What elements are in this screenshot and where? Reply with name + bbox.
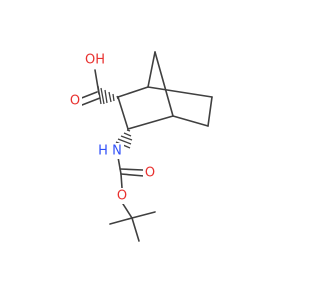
bond-c7-c4 — [154, 51, 174, 117]
bond-carbamate-c-ester-o — [120, 173, 123, 189]
bond-tbu-methyl-1 — [131, 211, 156, 219]
bond-carboxyl-c-o-double-b — [81, 97, 101, 106]
bond-c4-c5 — [172, 115, 209, 127]
bond-n-carbamate-c — [117, 156, 122, 175]
bond-c2-c3 — [117, 96, 129, 130]
molecule-structure: OH O H N O O — [68, 51, 213, 242]
bond-tbu-methyl-3 — [131, 217, 140, 242]
atom-carbamate-carbonyl-oxygen: O — [143, 166, 157, 182]
svg-text:O: O — [70, 94, 80, 109]
hashed-wedge-c2-carboxyl — [97, 85, 119, 105]
svg-text:O: O — [117, 189, 127, 204]
atom-hydroxyl: OH — [84, 52, 106, 68]
bond-c6-c1 — [147, 86, 213, 98]
hashed-wedge-c3-nitrogen — [115, 129, 133, 149]
atom-carbonyl-oxygen-acid: O — [68, 93, 82, 109]
bond-c1-c7 — [147, 51, 156, 88]
bond-carboxyl-c-oh — [94, 69, 100, 95]
bond-c5-c6 — [207, 96, 213, 127]
bond-ester-o-tbu-c — [122, 203, 133, 219]
bond-c2-c1 — [117, 86, 149, 98]
atom-ester-oxygen: O — [115, 188, 129, 204]
bond-tbu-methyl-2 — [109, 217, 133, 225]
bond-carbamate-c-o-double-a — [120, 173, 145, 177]
bond-c3-c4 — [127, 115, 174, 130]
svg-text:OH: OH — [85, 53, 105, 68]
bond-carbamate-c-o-double-b — [119, 168, 144, 171]
atom-amide-nh: H N — [94, 143, 124, 159]
svg-text:N: N — [112, 144, 122, 159]
svg-text:O: O — [145, 166, 155, 181]
svg-text:H: H — [98, 144, 108, 159]
